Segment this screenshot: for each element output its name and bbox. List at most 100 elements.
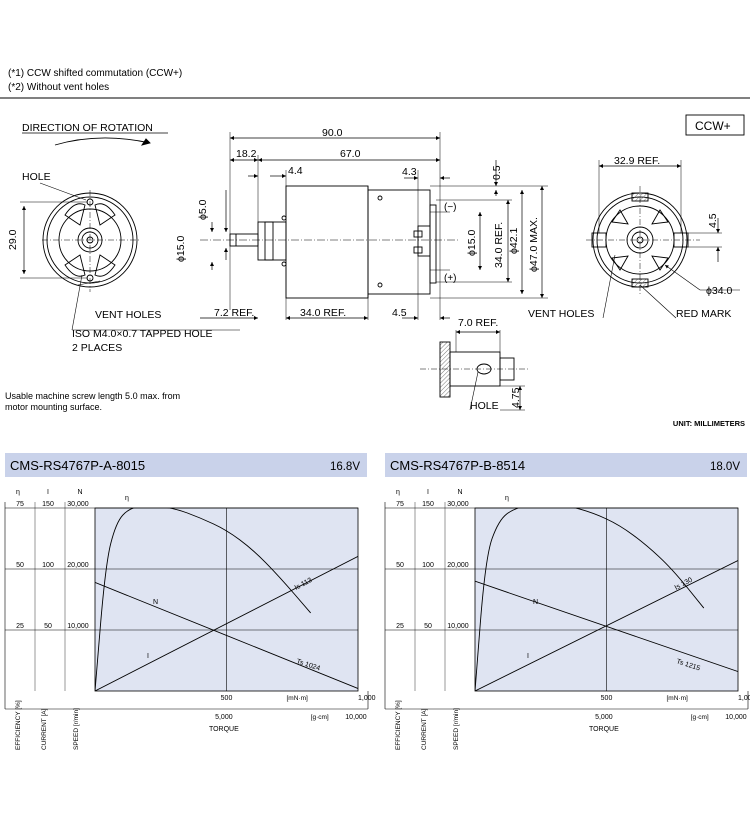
x-unit-gcm: [g·cm] (311, 714, 329, 721)
dim-4-4: 4.4 (288, 165, 303, 177)
end-view-left: DIRECTION OF ROTATION (20, 122, 240, 331)
axis-header: N (77, 489, 82, 496)
usable-screw-note-1: Usable machine screw length 5.0 max. fro… (5, 391, 180, 401)
terminal-plus: (+) (444, 273, 457, 284)
y-tick-label: 50 (396, 562, 404, 569)
y-tick-label: 10,000 (447, 623, 469, 630)
dim-phi42-1: ϕ42.1 (508, 228, 520, 254)
vent-holes-label-left: VENT HOLES (95, 309, 161, 321)
y-tick-label: 150 (42, 501, 54, 508)
x-axis-title: TORQUE (209, 726, 239, 733)
ccw-plus-box (685, 114, 745, 136)
y-axis-title: CURRENT [A] (41, 708, 48, 750)
speed-curve-label: N (153, 599, 158, 606)
current-curve-label: I (527, 653, 529, 660)
vent-hole (94, 203, 116, 226)
unit-label: UNIT: MILLIMETERS (673, 419, 745, 428)
x-unit-mnm: [mN·m] (667, 695, 688, 702)
speed-line (95, 582, 358, 689)
x-tick-label-mnm: 1,000 (358, 695, 376, 702)
y-tick-label: 20,000 (67, 562, 89, 569)
dim-0-5: 0.5 (491, 165, 503, 180)
note-2: (*2) Without vent holes (8, 82, 109, 93)
y-tick-label: 75 (16, 501, 24, 508)
two-places-label: 2 PLACES (72, 342, 122, 354)
y-tick-label: 50 (424, 623, 432, 630)
speed-curve-label: N (533, 599, 538, 606)
dim-4-5: 4.5 (392, 307, 407, 319)
x-unit-gcm: [g·cm] (691, 714, 709, 721)
dim-34-ref-2: 34.0 REF. (300, 307, 346, 319)
rotation-arrow (54, 137, 151, 146)
y-tick-label: 75 (396, 501, 404, 508)
y-tick-label: 50 (16, 562, 24, 569)
y-tick-label: 30,000 (447, 501, 469, 508)
hole-label-detail: HOLE (470, 400, 499, 412)
y-tick-label: 25 (16, 623, 24, 630)
vent-hole (94, 254, 116, 277)
vent-hole (64, 203, 86, 226)
y-tick-label: 150 (422, 501, 434, 508)
axis-header: N (457, 489, 462, 496)
chart-title: CMS-RS4767P-A-8015 (10, 458, 145, 473)
efficiency-curve-label: η (125, 495, 129, 502)
vent-holes-label-right: VENT HOLES (528, 308, 594, 320)
dim-4-3: 4.3 (402, 166, 417, 178)
x-tick-label-gcm: 10,000 (345, 714, 367, 721)
dim-29: 29.0 (7, 229, 19, 250)
iso-tapped-hole-label: ISO M4.0×0.7 TAPPED HOLE (72, 328, 213, 340)
current-line (475, 559, 738, 691)
dim-phi15-boss: ϕ15.0 (466, 230, 478, 256)
end-view-right (586, 160, 740, 319)
dim-7-ref: 7.0 REF. (458, 317, 498, 329)
x-tick-label-mnm: 1,000 (738, 695, 750, 702)
dim-32-9-ref: 32.9 REF. (614, 155, 660, 167)
axis-header: η (16, 489, 20, 496)
dim-34-ref: 34.0 REF. (493, 222, 505, 268)
vent-hole (64, 254, 86, 277)
dim-phi47-max: ϕ47.0 MAX. (528, 217, 540, 272)
dim-67: 67.0 (340, 148, 361, 160)
chart-title: CMS-RS4767P-B-8514 (390, 458, 525, 473)
y-axis-title: CURRENT [A] (421, 708, 428, 750)
dim-4-75: 4.75 (510, 387, 522, 408)
hole-label: HOLE (22, 171, 51, 183)
y-axis-title: SPEED [r/min] (73, 708, 80, 750)
side-view (200, 132, 548, 321)
axis-header: I (427, 489, 429, 496)
terminal-detail (420, 329, 528, 411)
x-unit-mnm: [mN·m] (287, 695, 308, 702)
axis-header: I (47, 489, 49, 496)
efficiency-curve (475, 508, 705, 691)
usable-screw-note-2: motor mounting surface. (5, 402, 102, 412)
current-curve-label: I (147, 653, 149, 660)
y-tick-label: 20,000 (447, 562, 469, 569)
y-tick-label: 100 (42, 562, 54, 569)
y-tick-label: 10,000 (67, 623, 89, 630)
ccw-plus-label: CCW+ (695, 119, 731, 133)
y-tick-label: 25 (396, 623, 404, 630)
y-axis-title: EFFICIENCY [%] (395, 700, 402, 750)
dim-4-5-right: 4.5 (707, 213, 719, 228)
terminal-minus: (−) (444, 202, 457, 213)
axis-header: η (396, 489, 400, 496)
direction-label: DIRECTION OF ROTATION (22, 122, 153, 134)
dim-phi34: ϕ34.0 (706, 285, 732, 297)
dim-18-2: 18.2 (236, 148, 257, 160)
motor-can (285, 185, 369, 299)
red-mark-label: RED MARK (676, 308, 731, 320)
dim-phi5: ϕ5.0 (197, 199, 209, 220)
x-tick-label-mnm: 500 (601, 695, 613, 702)
x-tick-label-gcm: 10,000 (725, 714, 747, 721)
dim-phi15-shaft: ϕ15.0 (175, 236, 187, 262)
x-tick-label-gcm: 5,000 (215, 714, 233, 721)
y-tick-label: 50 (44, 623, 52, 630)
y-axis-title: SPEED [r/min] (453, 708, 460, 750)
efficiency-curve-label: η (505, 495, 509, 502)
y-tick-label: 30,000 (67, 501, 89, 508)
x-tick-label-mnm: 500 (221, 695, 233, 702)
chart-header-bar (385, 453, 747, 477)
